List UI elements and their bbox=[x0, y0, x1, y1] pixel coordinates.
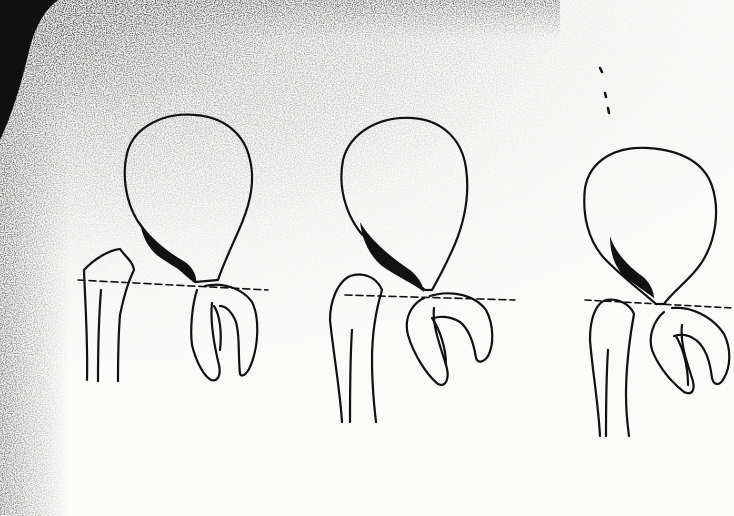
speck-mark-right-3 bbox=[608, 108, 609, 113]
speck-mark-right-2 bbox=[605, 93, 606, 97]
